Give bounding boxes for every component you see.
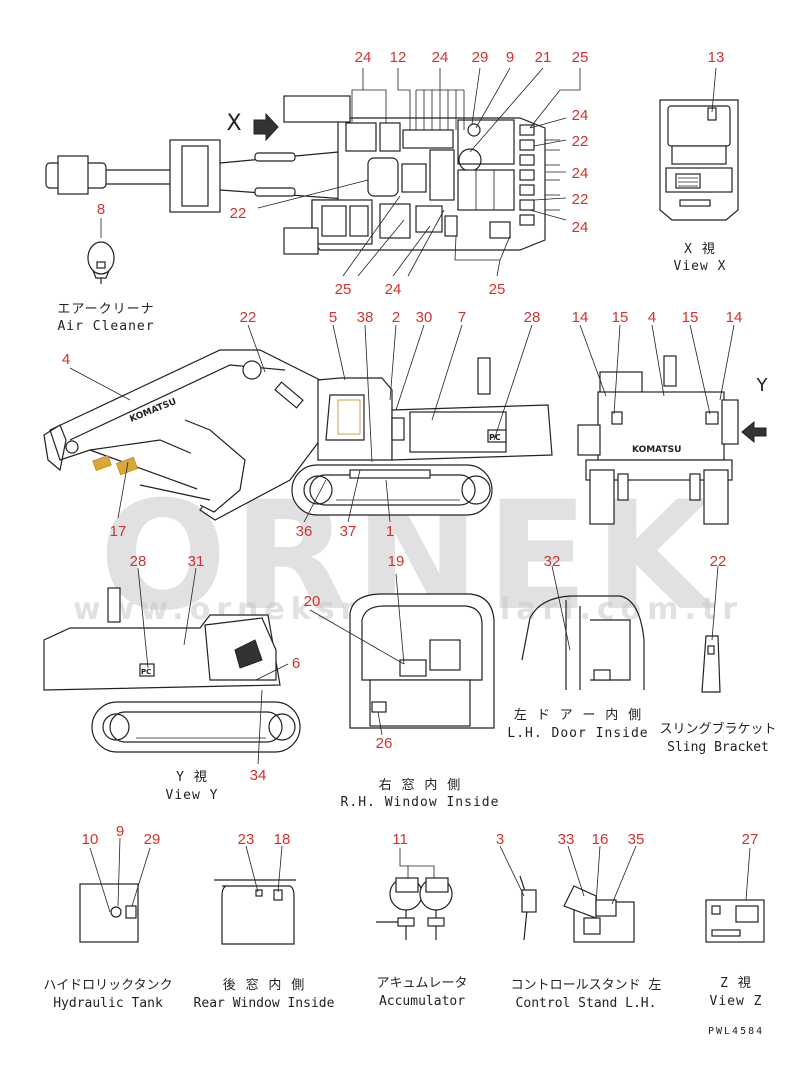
callout-number: 34	[249, 767, 267, 784]
caption-sling-jp: スリングブラケット	[659, 722, 777, 737]
callout-number: 13	[707, 49, 725, 66]
drawing-code: PWL4584	[708, 1026, 765, 1037]
callout-number: 24	[571, 107, 589, 124]
callout-number: 22	[239, 309, 257, 326]
caption-acc-jp: アキュムレータ	[376, 976, 468, 991]
caption-z-jp: Z 視	[720, 976, 752, 991]
callout-number: 17	[109, 523, 127, 540]
callout-number: 7	[457, 309, 467, 326]
callout-number: 4	[647, 309, 657, 326]
callout-number: 24	[571, 219, 589, 236]
callout-number: 20	[303, 593, 321, 610]
caption-sling-en: Sling Bracket	[667, 740, 769, 755]
caption-tank-en: Hydraulic Tank	[53, 996, 163, 1011]
callout-number: 22	[709, 553, 727, 570]
callout-number: 36	[295, 523, 313, 540]
pc-decal-y: PC	[141, 668, 151, 676]
callout-number: 22	[571, 191, 589, 208]
top-view-drawing	[45, 67, 581, 277]
caption-tank-jp: ハイドロリックタンク	[43, 978, 173, 993]
callout-number: 11	[392, 831, 408, 848]
callout-number: 24	[431, 49, 449, 66]
caption-view-y-en: View Y	[165, 788, 219, 803]
callout-number: 14	[725, 309, 743, 326]
caption-window-jp: 右 窓 内 側	[378, 778, 462, 793]
callout-number: 23	[237, 831, 255, 848]
callout-number: 24	[384, 281, 402, 298]
callout-number: 26	[375, 735, 393, 752]
callout-number: 2	[391, 309, 401, 326]
caption-rear-en: Rear Window Inside	[193, 996, 335, 1011]
callout-number: 25	[571, 49, 589, 66]
caption-door-jp: 左 ド ア ー 内 側	[513, 708, 643, 723]
door-inside-drawing	[521, 565, 645, 690]
view-y-drawing: PC	[43, 567, 301, 765]
callout-number: 35	[627, 831, 645, 848]
caption-view-x-en: View X	[673, 259, 727, 274]
caption-door-en: L.H. Door Inside	[507, 726, 649, 741]
view-letter-x: X	[226, 111, 242, 136]
callout-number: 29	[143, 831, 161, 848]
accumulator-drawing	[376, 848, 453, 940]
caption-acc-en: Accumulator	[378, 994, 466, 1009]
callout-number: 18	[273, 831, 291, 848]
callout-number: 25	[488, 281, 506, 298]
callout-number: 6	[291, 655, 301, 672]
callout-number: 4	[61, 351, 71, 368]
view-z-drawing	[705, 847, 765, 943]
callout-number: 15	[611, 309, 629, 326]
callout-number: 19	[387, 553, 405, 570]
callout-number: 10	[81, 831, 99, 848]
caption-rear-jp: 後 窓 内 側	[222, 978, 306, 993]
callout-number: 24	[571, 165, 589, 182]
callout-number: 33	[557, 831, 575, 848]
callout-number: 15	[681, 309, 699, 326]
sling-bracket-drawing	[701, 565, 721, 693]
callout-number: 5	[328, 309, 338, 326]
caption-z-en: View Z	[709, 994, 763, 1009]
caption-view-x-jp: X 視	[684, 242, 716, 257]
callout-number: 9	[115, 823, 125, 840]
rear-window-drawing	[214, 845, 296, 945]
callout-number: 31	[187, 553, 205, 570]
caption-cs-en: Control Stand L.H.	[515, 996, 657, 1011]
caption-air-cleaner-jp: エアークリーナ	[57, 302, 155, 317]
callout-number: 32	[543, 553, 561, 570]
callout-number: 9	[505, 49, 515, 66]
callout-number: 3	[495, 831, 505, 848]
callout-number: 24	[354, 49, 372, 66]
callout-number: 12	[389, 49, 407, 66]
callout-number: 14	[571, 309, 589, 326]
callout-number: 22	[229, 205, 247, 222]
callout-number: 27	[741, 831, 759, 848]
front-view-drawing: KOMATSU	[577, 324, 767, 525]
callout-number: 38	[356, 309, 374, 326]
control-stand-drawing	[499, 845, 637, 943]
caption-cs-jp: コントロールスタンド 左	[510, 978, 662, 993]
callout-number: 8	[96, 201, 106, 218]
air-cleaner-drawing	[87, 218, 115, 284]
callout-number: 21	[534, 49, 552, 66]
komatsu-decal-front: KOMATSU	[632, 445, 681, 455]
callout-number: 16	[591, 831, 609, 848]
caption-window-en: R.H. Window Inside	[340, 795, 500, 810]
callout-number: 22	[571, 133, 589, 150]
window-inside-drawing	[309, 573, 495, 736]
side-view-drawing: KOMATSU PC	[43, 324, 553, 523]
view-letter-y: Y	[756, 375, 768, 396]
callout-number: 1	[385, 523, 395, 540]
view-x-drawing	[659, 67, 739, 221]
callout-number: 25	[334, 281, 352, 298]
callout-number: 28	[129, 553, 147, 570]
callout-number: 29	[471, 49, 489, 66]
callout-number: 37	[339, 523, 357, 540]
caption-view-y-jp: Y 視	[176, 770, 208, 785]
hydraulic-tank-drawing	[79, 837, 151, 943]
callout-number: 28	[523, 309, 541, 326]
caption-air-cleaner-en: Air Cleaner	[57, 319, 155, 334]
callout-number: 30	[415, 309, 433, 326]
